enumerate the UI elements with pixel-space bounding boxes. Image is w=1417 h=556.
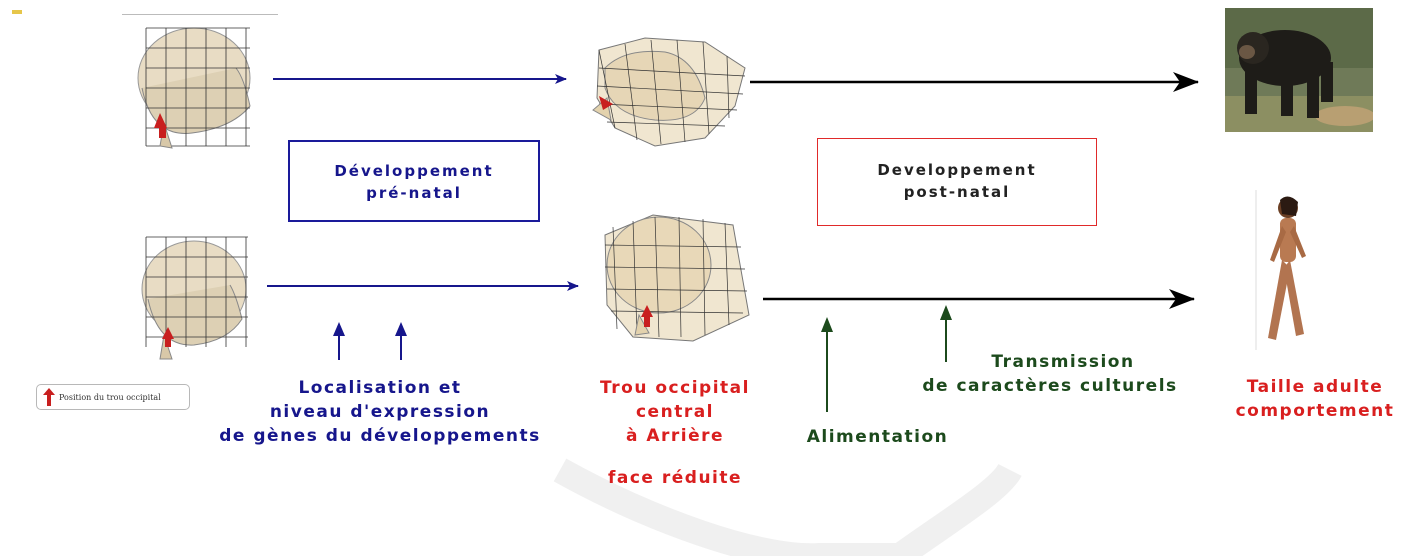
legend-text: Position du trou occipital	[59, 393, 161, 402]
legend-box: Position du trou occipital	[36, 384, 190, 410]
trou-occipital-label: Trou occipital central à Arrière	[560, 376, 790, 448]
postnatal-line-2: post-natal	[818, 181, 1096, 203]
corner-mark	[12, 10, 22, 14]
chimp-fetal-skull	[132, 18, 272, 153]
alimentation-arrow	[821, 317, 833, 412]
trou-line-2: central	[560, 400, 790, 424]
transmission-label: Transmission de caractères culturels	[880, 350, 1220, 398]
localisation-label: Localisation et niveau d'expression de g…	[190, 376, 570, 448]
alimentation-label: Alimentation	[790, 425, 965, 449]
trou-line-3: à Arrière	[560, 424, 790, 448]
prenatal-box: Développement pré-natal	[288, 140, 540, 222]
taille-adulte-label: Taille adulte comportement	[1220, 375, 1410, 423]
localisation-line-3: de gènes du développements	[190, 424, 570, 448]
prenatal-line-2: pré-natal	[290, 182, 538, 204]
localisation-line-2: niveau d'expression	[190, 400, 570, 424]
localisation-line-1: Localisation et	[190, 376, 570, 400]
trou-line-1: Trou occipital	[560, 376, 790, 400]
human-adult-skull	[593, 205, 753, 345]
postnatal-box: Developpement post-natal	[817, 138, 1097, 226]
human-fetal-skull	[138, 235, 263, 363]
transmission-line-2: de caractères culturels	[880, 374, 1220, 398]
postnatal-line-1: Developpement	[818, 159, 1096, 181]
gene-arrow-1	[333, 322, 345, 360]
red-up-arrow-icon	[43, 388, 55, 406]
top-line	[122, 14, 278, 15]
walking-human-figure[interactable]	[1252, 190, 1324, 350]
taille-line-2: comportement	[1220, 399, 1410, 423]
taille-line-1: Taille adulte	[1220, 375, 1410, 399]
chimp-adult-skull	[585, 28, 755, 153]
prenatal-line-1: Développement	[290, 160, 538, 182]
face-reduite-label: face réduite	[560, 466, 790, 490]
gene-arrow-2	[395, 322, 407, 360]
transmission-line-1: Transmission	[880, 350, 1220, 374]
chimpanzee-photo[interactable]	[1225, 8, 1373, 132]
